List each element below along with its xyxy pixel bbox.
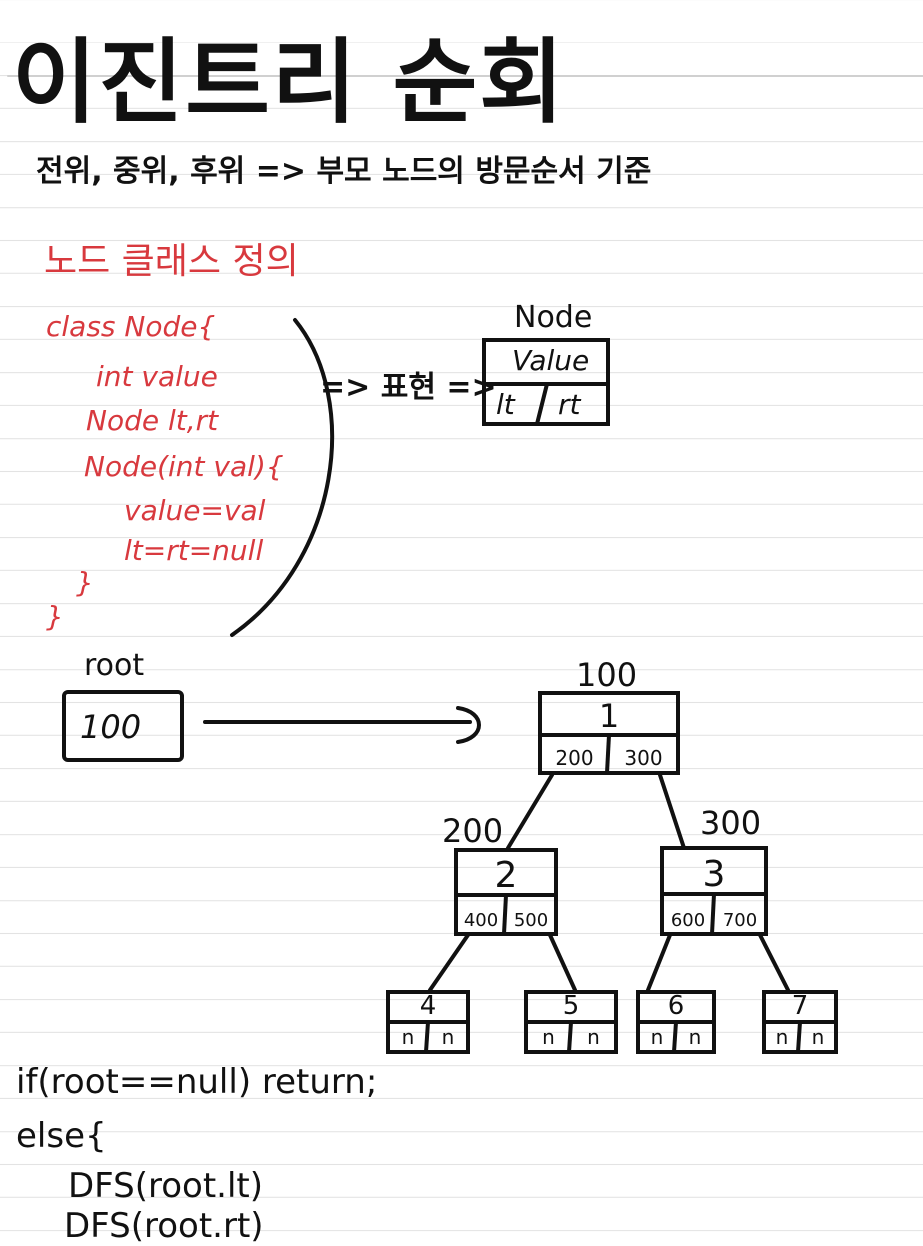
code-line-children: Node lt,rt — [86, 404, 219, 437]
bracket-stroke — [230, 318, 335, 637]
repr-field-lt: lt — [496, 388, 515, 421]
tree-node-3-lt: 600 — [671, 910, 705, 931]
code-line-constructor: Node(int val){ — [84, 450, 284, 483]
tree-node-7-value: 7 — [792, 991, 809, 1021]
edge-2-5 — [548, 933, 577, 992]
tree-node-6-rt: n — [689, 1025, 702, 1049]
repr-node-title: Node — [514, 300, 593, 335]
tree-node-4-value: 4 — [420, 991, 437, 1021]
code-line-close-inner: } — [76, 566, 94, 599]
page-title: 이진트리 순회 — [12, 29, 566, 136]
tree-node-1-lt: 200 — [555, 746, 593, 770]
dfs-call-left: DFS(root.lt) — [68, 1166, 264, 1206]
tree-node-3-value: 3 — [703, 854, 726, 895]
tree-node-5-lt: n — [542, 1025, 555, 1049]
tree-node-2-value: 2 — [495, 855, 518, 896]
dfs-else: else{ — [16, 1116, 107, 1156]
tree-node-2-rt: 500 — [514, 910, 548, 931]
code-line-assign-null: lt=rt=null — [124, 534, 264, 567]
code-line-value: int value — [96, 360, 218, 393]
edge-1-3 — [658, 773, 686, 850]
tree-node-7-split — [796, 1021, 802, 1053]
tree-node-4-lt: n — [402, 1025, 415, 1049]
tree-node-1-split — [605, 734, 611, 774]
tree-node-6-split — [672, 1021, 678, 1053]
edge-3-6 — [646, 933, 672, 992]
tree-node-3-rt: 700 — [723, 910, 757, 931]
tree-node-5-split — [567, 1021, 573, 1053]
traversal-subtitle: 전위, 중위, 후위 => 부모 노드의 방문순서 기준 — [36, 154, 652, 189]
tree-node-1-address: 100 — [576, 656, 637, 694]
tree-node-4-rt: n — [442, 1025, 455, 1049]
edge-2-4 — [428, 933, 470, 992]
edge-3-7 — [758, 933, 790, 992]
tree-node-7-rt: n — [812, 1025, 825, 1049]
edge-1-2 — [506, 773, 554, 850]
tree-node-5-value: 5 — [563, 991, 580, 1021]
repr-field-rt: rt — [558, 388, 581, 421]
root-arrow-head — [456, 706, 481, 744]
tree-node-2-split — [502, 894, 508, 935]
dfs-call-right: DFS(root.rt) — [64, 1206, 264, 1246]
tree-node-5-rt: n — [587, 1025, 600, 1049]
repr-field-value: Value — [512, 344, 590, 377]
node-class-heading: 노드 클래스 정의 — [44, 241, 299, 282]
tree-node-1-value: 1 — [599, 697, 619, 735]
tree-node-6-lt: n — [651, 1025, 664, 1049]
tree-node-7-lt: n — [776, 1025, 789, 1049]
root-value: 100 — [80, 708, 142, 746]
tree-node-1-rt: 300 — [624, 746, 662, 770]
tree-node-2-address: 200 — [442, 812, 503, 850]
root-label: root — [84, 648, 145, 683]
tree-node-3-address: 300 — [700, 804, 761, 842]
code-line-class: class Node{ — [46, 310, 216, 343]
tree-node-4-split — [424, 1021, 430, 1053]
code-line-assign-value: value=val — [124, 494, 266, 527]
represent-arrow-label: => 표현 => — [320, 370, 497, 405]
dfs-null-check: if(root==null) return; — [16, 1062, 378, 1102]
repr-node-split — [535, 382, 549, 426]
tree-node-6-value: 6 — [668, 991, 685, 1021]
root-box-outline — [62, 690, 184, 762]
code-line-close-outer: } — [46, 600, 64, 633]
tree-node-2-lt: 400 — [464, 910, 498, 931]
tree-node-3-split — [710, 893, 716, 935]
